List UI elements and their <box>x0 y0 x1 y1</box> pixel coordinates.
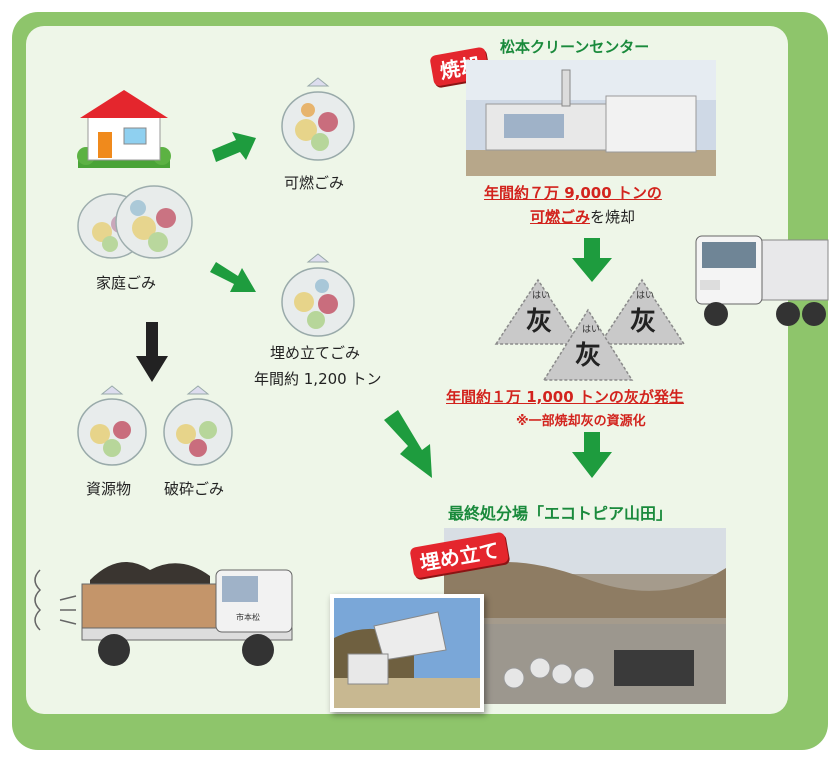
landfill-bag-icon <box>281 253 355 337</box>
household-label: 家庭ごみ <box>96 274 157 292</box>
burnable-highlight: 可燃ごみ <box>530 208 591 226</box>
final-landfill-name: 最終処分場「エコトピア山田」 <box>448 504 673 523</box>
incineration-amount-line2: 可燃ごみを焼却 <box>530 206 635 227</box>
household-bags-icon <box>77 185 193 259</box>
ash-char-1: 灰 <box>526 307 552 337</box>
burnable-label: 可燃ごみ <box>284 174 345 192</box>
arrow-to-burnable <box>212 132 256 162</box>
clean-center-photo <box>466 60 716 176</box>
dump-truck-photo <box>330 594 484 712</box>
house-icon <box>77 90 171 168</box>
arrow-ash-down <box>572 432 612 478</box>
arrow-to-resources <box>136 322 168 382</box>
crushed-label: 破砕ごみ <box>164 480 225 498</box>
arrow-incineration-down <box>572 238 612 282</box>
ash-char-3: 灰 <box>575 341 601 371</box>
recyclables-bag-icon <box>77 385 147 466</box>
arrow-to-landfill-waste <box>210 262 256 292</box>
ash-mounds: はい 灰 はい 灰 はい 灰 <box>494 278 686 381</box>
ash-reading-3: はい <box>582 324 600 335</box>
ash-reading-1: はい <box>532 290 550 301</box>
ash-note: ※一部焼却灰の資源化 <box>516 414 646 429</box>
ash-char-2: 灰 <box>630 307 656 337</box>
incineration-suffix: を焼却 <box>590 208 636 226</box>
truck-door-text: 市本松 <box>236 612 260 622</box>
facility-name: 松本クリーンセンター <box>500 38 650 56</box>
garbage-truck-icon <box>695 235 829 326</box>
landfill-waste-amount: 年間約 1,200 トン <box>254 370 382 388</box>
arrow-to-final-landfill <box>384 410 432 478</box>
crushed-bag-icon <box>163 385 233 466</box>
ash-reading-2: はい <box>636 290 654 301</box>
ash-amount: 年間約１万 1,000 トンの灰が発生 <box>446 388 684 406</box>
landfill-site-photo <box>444 528 726 704</box>
recyclables-label: 資源物 <box>86 480 132 498</box>
burnable-bag-icon <box>281 77 355 161</box>
small-dump-truck-icon: 市本松 <box>34 562 293 666</box>
landfill-waste-label: 埋め立てごみ <box>270 344 361 362</box>
incineration-amount-line1: 年間約７万 9,000 トンの <box>484 184 662 202</box>
